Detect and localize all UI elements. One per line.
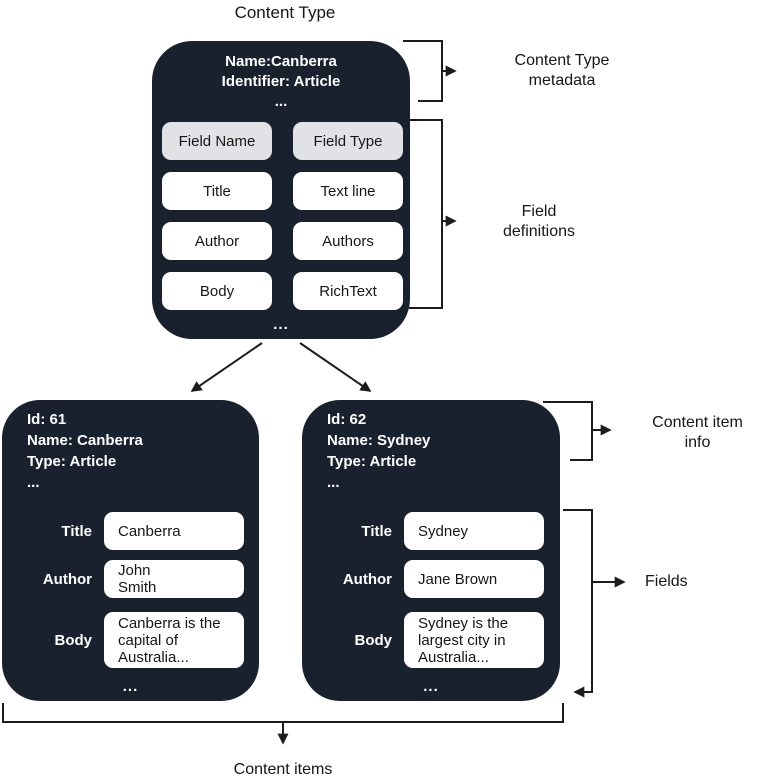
ellipsis: ... <box>423 678 439 695</box>
content-item-box-61: Id: 61 Name: Canberra Type: Article ... … <box>2 400 259 701</box>
field-label: Body <box>54 631 93 649</box>
field-type-header-cell: Field Type <box>293 122 403 160</box>
arrow-to-item-62 <box>299 342 372 392</box>
arrow-to-item-61 <box>190 342 263 392</box>
content-item-info-text: Id: 61 Name: Canberra Type: Article ... <box>27 411 143 491</box>
field-label: Author <box>42 570 92 588</box>
field-type-cell: Text line <box>293 172 403 210</box>
field-definitions-table: Field Name Field Type Title Text line Au… <box>162 122 403 310</box>
field-definitions-bracket <box>407 119 443 309</box>
field-value: Jane Brown <box>404 560 544 598</box>
field-type-cell: Authors <box>293 222 403 260</box>
field-value: Sydney <box>404 512 544 550</box>
field-row-author: Author Jane Brown <box>302 560 560 598</box>
field-label: Title <box>361 522 392 540</box>
ellipsis: ... <box>273 316 289 333</box>
field-row-body: Body Sydney is the largest city in Austr… <box>302 612 560 668</box>
field-label: Author <box>342 570 392 588</box>
diagram-title: Content Type <box>234 3 336 22</box>
field-label: Body <box>354 631 393 649</box>
label-content-item-info: Content item info <box>652 414 743 451</box>
field-value: Canberra is the capital of Australia... <box>104 612 244 668</box>
content-item-box-62: Id: 62 Name: Sydney Type: Article ... Ti… <box>302 400 560 701</box>
field-type-cell: RichText <box>293 272 403 310</box>
field-value: Canberra <box>104 512 244 550</box>
field-row-title: Title Sydney <box>302 512 560 550</box>
field-name-cell: Body <box>162 272 272 310</box>
content-type-box: Name:Canberra Identifier: Article ... Fi… <box>152 41 410 339</box>
label-content-type-metadata: Content Type metadata <box>514 52 610 89</box>
field-name-header-cell: Field Name <box>162 122 272 160</box>
field-row-title: Title Canberra <box>2 512 259 550</box>
label-content-items: Content items <box>233 761 333 778</box>
content-items-bracket <box>2 703 564 723</box>
label-fields: Fields <box>645 573 688 590</box>
content-item-info-text: Id: 62 Name: Sydney Type: Article ... <box>327 411 431 491</box>
content-type-metadata-text: Name:Canberra Identifier: Article ... <box>221 53 341 110</box>
field-name-cell: Title <box>162 172 272 210</box>
ellipsis: ... <box>122 678 139 695</box>
field-value: Sydney is the largest city in Australia.… <box>404 612 544 668</box>
field-row-body: Body Canberra is the capital of Australi… <box>2 612 259 668</box>
label-field-definitions: Field definitions <box>502 203 576 240</box>
field-name-cell: Author <box>162 222 272 260</box>
field-value: John Smith <box>104 560 244 598</box>
field-label: Title <box>61 522 92 540</box>
field-row-author: Author John Smith <box>2 560 259 598</box>
fields-bracket <box>563 509 593 698</box>
